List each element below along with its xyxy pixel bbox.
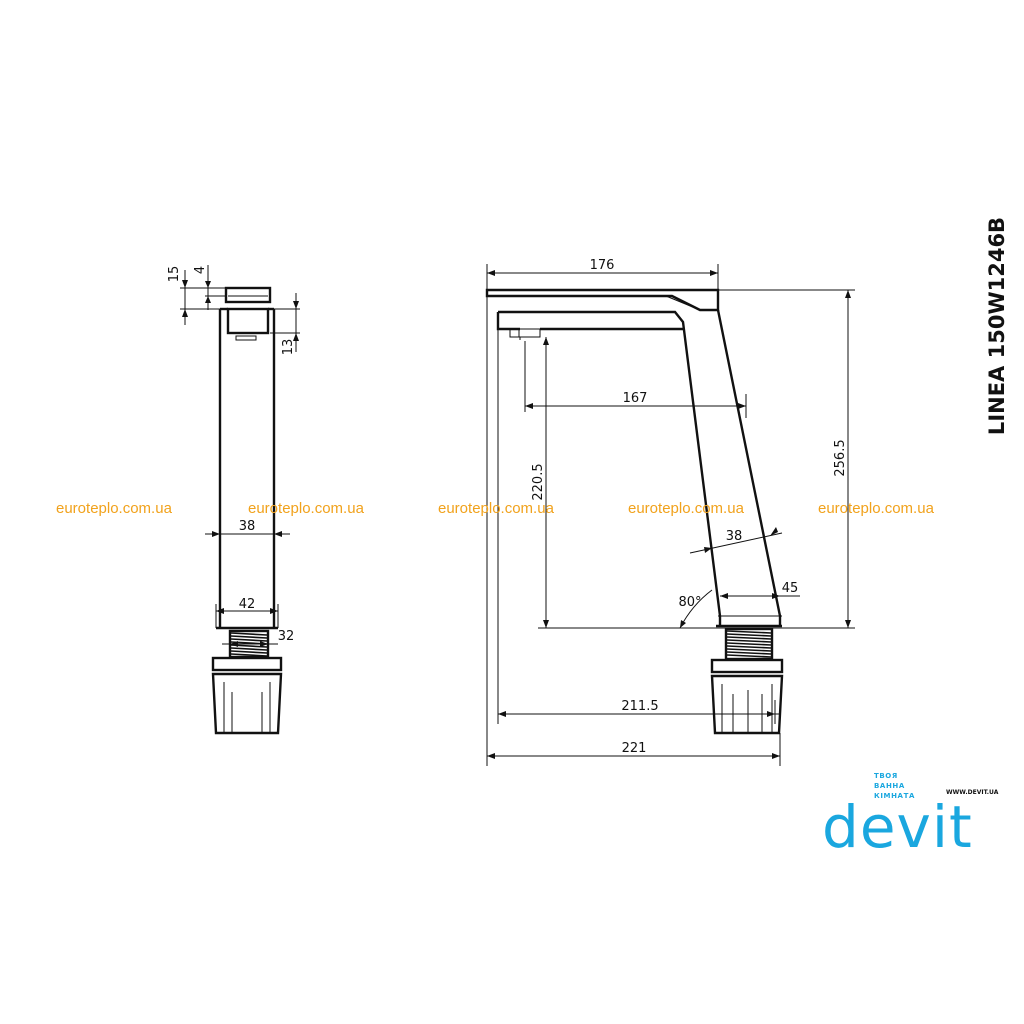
dim-4: 4 — [193, 266, 208, 274]
dim-38-front: 38 — [726, 529, 743, 544]
dim-13: 13 — [281, 339, 296, 356]
dim-15: 15 — [167, 266, 182, 283]
watermark-2: euroteplo.com.ua — [248, 500, 364, 517]
brand-website: WWW.DEVIT.UA — [946, 789, 999, 796]
tagline-line-2: ВАННА — [874, 782, 905, 790]
side-nut-ring — [211, 656, 283, 672]
side-view: 15 4 13 38 42 — [167, 265, 300, 735]
aerator — [509, 328, 541, 338]
side-nut — [211, 672, 283, 735]
front-spout — [496, 312, 520, 331]
model-title: LINEA 150W1246B — [985, 217, 1009, 435]
dim-220-5: 220.5 — [531, 463, 546, 500]
front-nut-ring — [710, 658, 784, 674]
brand-name: devit — [822, 793, 973, 861]
watermark-5: euroteplo.com.ua — [818, 500, 934, 517]
dim-32: 32 — [278, 629, 295, 644]
front-thread — [724, 627, 774, 661]
front-handle — [485, 288, 720, 312]
side-collar — [226, 307, 270, 335]
dim-256-5: 256.5 — [833, 439, 848, 476]
dim-45: 45 — [782, 581, 799, 596]
watermark-4: euroteplo.com.ua — [628, 500, 744, 517]
tagline-line-3: КІМНАТА — [874, 792, 915, 800]
devit-logo: ТВОЯ ВАННА КІМНАТА WWW.DEVIT.UA devit — [822, 772, 1012, 862]
dim-211-5: 211.5 — [621, 699, 658, 714]
dim-167: 167 — [623, 391, 648, 406]
side-body — [218, 309, 276, 628]
front-view: 176 167 220.5 256.5 38 — [485, 258, 855, 766]
watermark-1: euroteplo.com.ua — [56, 500, 172, 517]
dim-42: 42 — [239, 597, 256, 612]
dim-176: 176 — [590, 258, 615, 273]
side-lever — [224, 286, 272, 304]
watermark-3: euroteplo.com.ua — [438, 500, 554, 517]
tagline-line-1: ТВОЯ — [874, 772, 898, 780]
dim-38-side: 38 — [239, 519, 256, 534]
dim-221: 221 — [622, 741, 647, 756]
dim-angle-80: 80° — [678, 595, 701, 610]
